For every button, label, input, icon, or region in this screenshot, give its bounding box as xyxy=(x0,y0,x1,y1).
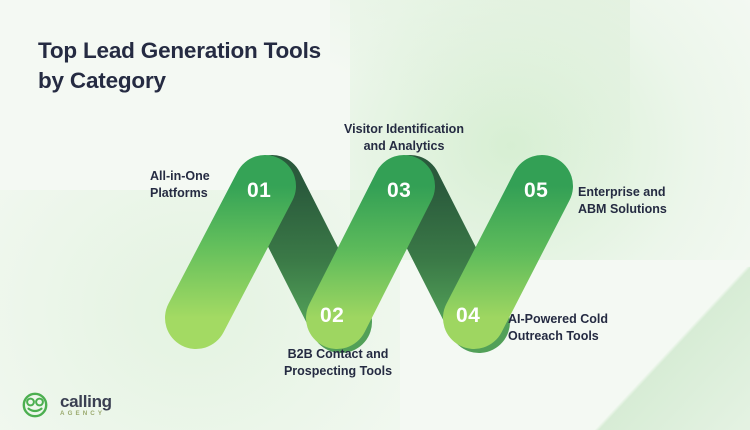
step-number-04: 04 xyxy=(456,304,481,327)
ca-monogram-icon xyxy=(22,392,48,418)
stroke-05 xyxy=(443,155,573,349)
logo-subtitle: AGENCY xyxy=(60,409,106,417)
step-number-03: 03 xyxy=(387,179,412,202)
stroke-01 xyxy=(165,155,296,349)
stroke-03 xyxy=(306,155,435,349)
logo-wordmark: calling AGENCY xyxy=(60,393,112,417)
stroke-group-light xyxy=(165,155,573,349)
logo-word: calling xyxy=(60,391,112,411)
step-number-01: 01 xyxy=(247,179,272,202)
step-label-04: AI-Powered Cold Outreach Tools xyxy=(508,312,609,344)
step-label-01: All-in-One Platforms xyxy=(150,169,210,201)
step-label-03: Visitor Identification and Analytics xyxy=(344,122,464,154)
brand-logo: calling AGENCY xyxy=(20,392,112,418)
page-title: Top Lead Generation Tools by Category xyxy=(38,38,321,93)
step-number-02: 02 xyxy=(320,304,345,327)
step-label-02: B2B Contact and Prospecting Tools xyxy=(283,347,393,379)
step-label-05: Enterprise and ABM Solutions xyxy=(578,185,667,217)
step-number-05: 05 xyxy=(524,179,549,202)
